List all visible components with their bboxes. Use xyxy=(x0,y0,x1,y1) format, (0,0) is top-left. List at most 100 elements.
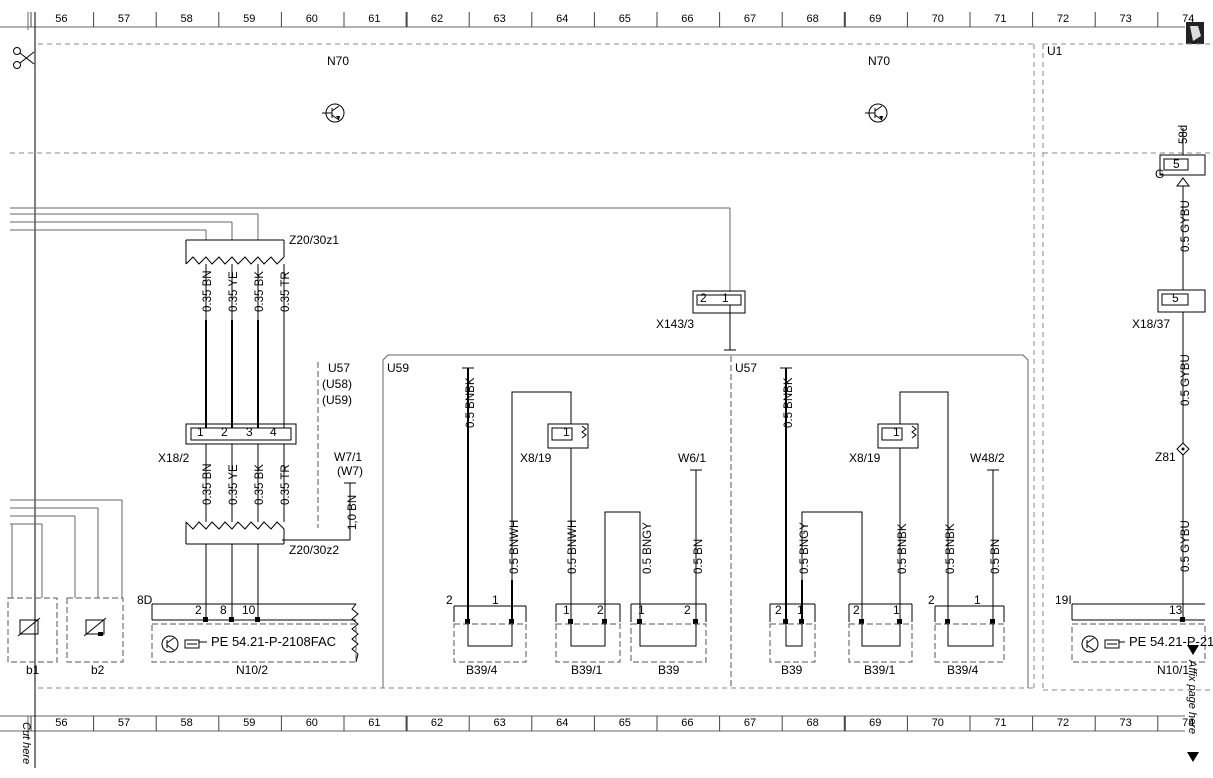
scissors-icon xyxy=(13,47,35,69)
wire-label: 0.5 BNBK xyxy=(783,377,795,428)
wire-label: 0.35 YE xyxy=(228,464,240,505)
ruler-label: 72 xyxy=(1057,717,1069,729)
pin-label: 5 xyxy=(1173,157,1180,171)
connector-x18-2: 1 2 3 4 X18/2 xyxy=(158,423,297,465)
ruler-label: 70 xyxy=(932,717,944,729)
ruler-label: 60 xyxy=(306,717,318,729)
wire-label: 0.35 BK xyxy=(254,464,266,505)
pin-label: 2 xyxy=(775,603,782,617)
module-label-n70-right: N70 xyxy=(868,54,890,68)
sensor-label: B39/4 xyxy=(466,663,498,677)
component-label-n10-2: N10/2 xyxy=(236,663,268,677)
sensor-b2: b2 xyxy=(66,597,124,677)
connector-x143-3: 2 1 X143/3 xyxy=(656,290,746,351)
ruler-label: 74 xyxy=(1182,717,1194,729)
ruler-label: 59 xyxy=(243,13,255,25)
svg-text:Affix page here: Affix page here xyxy=(1186,659,1198,734)
pin-label: 1 xyxy=(563,603,570,617)
transistor-symbol-icon xyxy=(322,103,345,123)
pin-label: 1 xyxy=(722,291,729,305)
wire-label: 0.5 BNGY xyxy=(799,522,811,574)
wire-label: 0.5 BNBK xyxy=(897,523,909,574)
wire-label: 0.5 BN xyxy=(693,539,705,574)
ruler-label: 71 xyxy=(994,717,1006,729)
ruler-label: 56 xyxy=(55,717,67,729)
transistor-symbol-icon xyxy=(865,103,888,123)
wire-label: 1,0 BN xyxy=(347,495,359,530)
connector-label-g: G xyxy=(1155,167,1164,181)
pin-label: 13 xyxy=(1169,603,1183,617)
module-label-u1: U1 xyxy=(1047,44,1063,58)
ruler-label: 67 xyxy=(744,717,756,729)
ruler-label: 57 xyxy=(118,13,130,25)
ruler-label: 73 xyxy=(1120,717,1132,729)
pin-label: 2 xyxy=(684,603,691,617)
u1-circuit: 58d 5 G 0.5 GYBU 5 X18/37 0.5 GYBU Z81 0… xyxy=(1055,125,1213,677)
sensor-label: B39/1 xyxy=(571,663,603,677)
module-label-u59: (U59) xyxy=(322,393,352,407)
pin-label: 1 xyxy=(197,425,204,439)
ruler-label: 65 xyxy=(619,13,631,25)
ruler-label: 73 xyxy=(1120,13,1132,25)
ruler-label: 66 xyxy=(681,717,693,729)
ruler-label: 58 xyxy=(181,13,193,25)
connector-label: X143/3 xyxy=(656,317,694,331)
pin-block-label: 19I xyxy=(1055,593,1072,607)
module-label-u57-box: U57 xyxy=(735,361,757,375)
page-corner-icon xyxy=(1186,22,1204,44)
pin-label: 2 xyxy=(700,291,707,305)
wire-label: 0.5 GYBU xyxy=(1180,520,1192,572)
ruler-label: 57 xyxy=(118,717,130,729)
connector-label: X8/19 xyxy=(849,451,881,465)
wire-label: 0.5 BNBK xyxy=(945,523,957,574)
ruler-label: 67 xyxy=(744,13,756,25)
pin-label: 1 xyxy=(974,593,981,607)
ruler-label: 61 xyxy=(368,13,380,25)
ruler-label: 71 xyxy=(994,13,1006,25)
pin-label: 1 xyxy=(797,603,804,617)
sensor-label: B39/1 xyxy=(864,663,896,677)
pin-label: 8 xyxy=(220,603,227,617)
component-label-n10-1: N10/1 xyxy=(1157,663,1189,677)
ruler-label: 61 xyxy=(368,717,380,729)
ground-label-w6-1: W6/1 xyxy=(678,451,706,465)
pin-label: 1 xyxy=(893,603,900,617)
ruler-label: 68 xyxy=(807,13,819,25)
ruler-label: 65 xyxy=(619,717,631,729)
hand-pointer-icon xyxy=(184,639,207,649)
wire-group-bottom: 0.35 BN 0.35 YE 0.35 BK 0.35 TR xyxy=(202,444,292,522)
u59-circuit: 0.5 BNBK 0.5 BNWH 1 X8/19 0.5 BNWH 0.5 B… xyxy=(446,367,707,677)
ruler-label: 66 xyxy=(681,13,693,25)
transistor-symbol-icon xyxy=(161,635,179,653)
transistor-symbol-icon xyxy=(1081,635,1099,653)
hand-pointer-icon xyxy=(1104,639,1125,649)
module-label-u58: (U58) xyxy=(322,377,352,391)
pin-label: 1 xyxy=(563,425,570,439)
pin-label: 10 xyxy=(242,603,256,617)
ruler-label: 69 xyxy=(869,717,881,729)
reference-label: PE 54.21-P-21 xyxy=(1129,634,1213,649)
bus-wires xyxy=(10,207,731,292)
module-label-u57: U57 xyxy=(328,361,350,375)
pin-label: 1 xyxy=(492,593,499,607)
ruler-label: 69 xyxy=(869,13,881,25)
ruler-label: 60 xyxy=(306,13,318,25)
ruler-label: 58 xyxy=(181,717,193,729)
wire-label: 0.5 GYBU xyxy=(1180,200,1192,252)
ruler-label: 62 xyxy=(431,717,443,729)
pin-block-label: 8D xyxy=(137,593,153,607)
affix-page-label: Affix page here xyxy=(1186,645,1199,762)
pin-label: 3 xyxy=(246,425,253,439)
wire-label: 0.35 BK xyxy=(254,271,266,312)
ruler-label: 56 xyxy=(55,13,67,25)
wire-label: 0.5 BNGY xyxy=(642,522,654,574)
module-label-u59-box: U59 xyxy=(387,361,409,375)
splice-label-top: Z20/30z1 xyxy=(289,233,339,247)
wire-label: 0.5 BNWH xyxy=(567,520,579,574)
connector-label: X8/19 xyxy=(520,451,552,465)
sensor-b1: b1 xyxy=(7,499,123,677)
splice-label-z81: Z81 xyxy=(1155,450,1176,464)
